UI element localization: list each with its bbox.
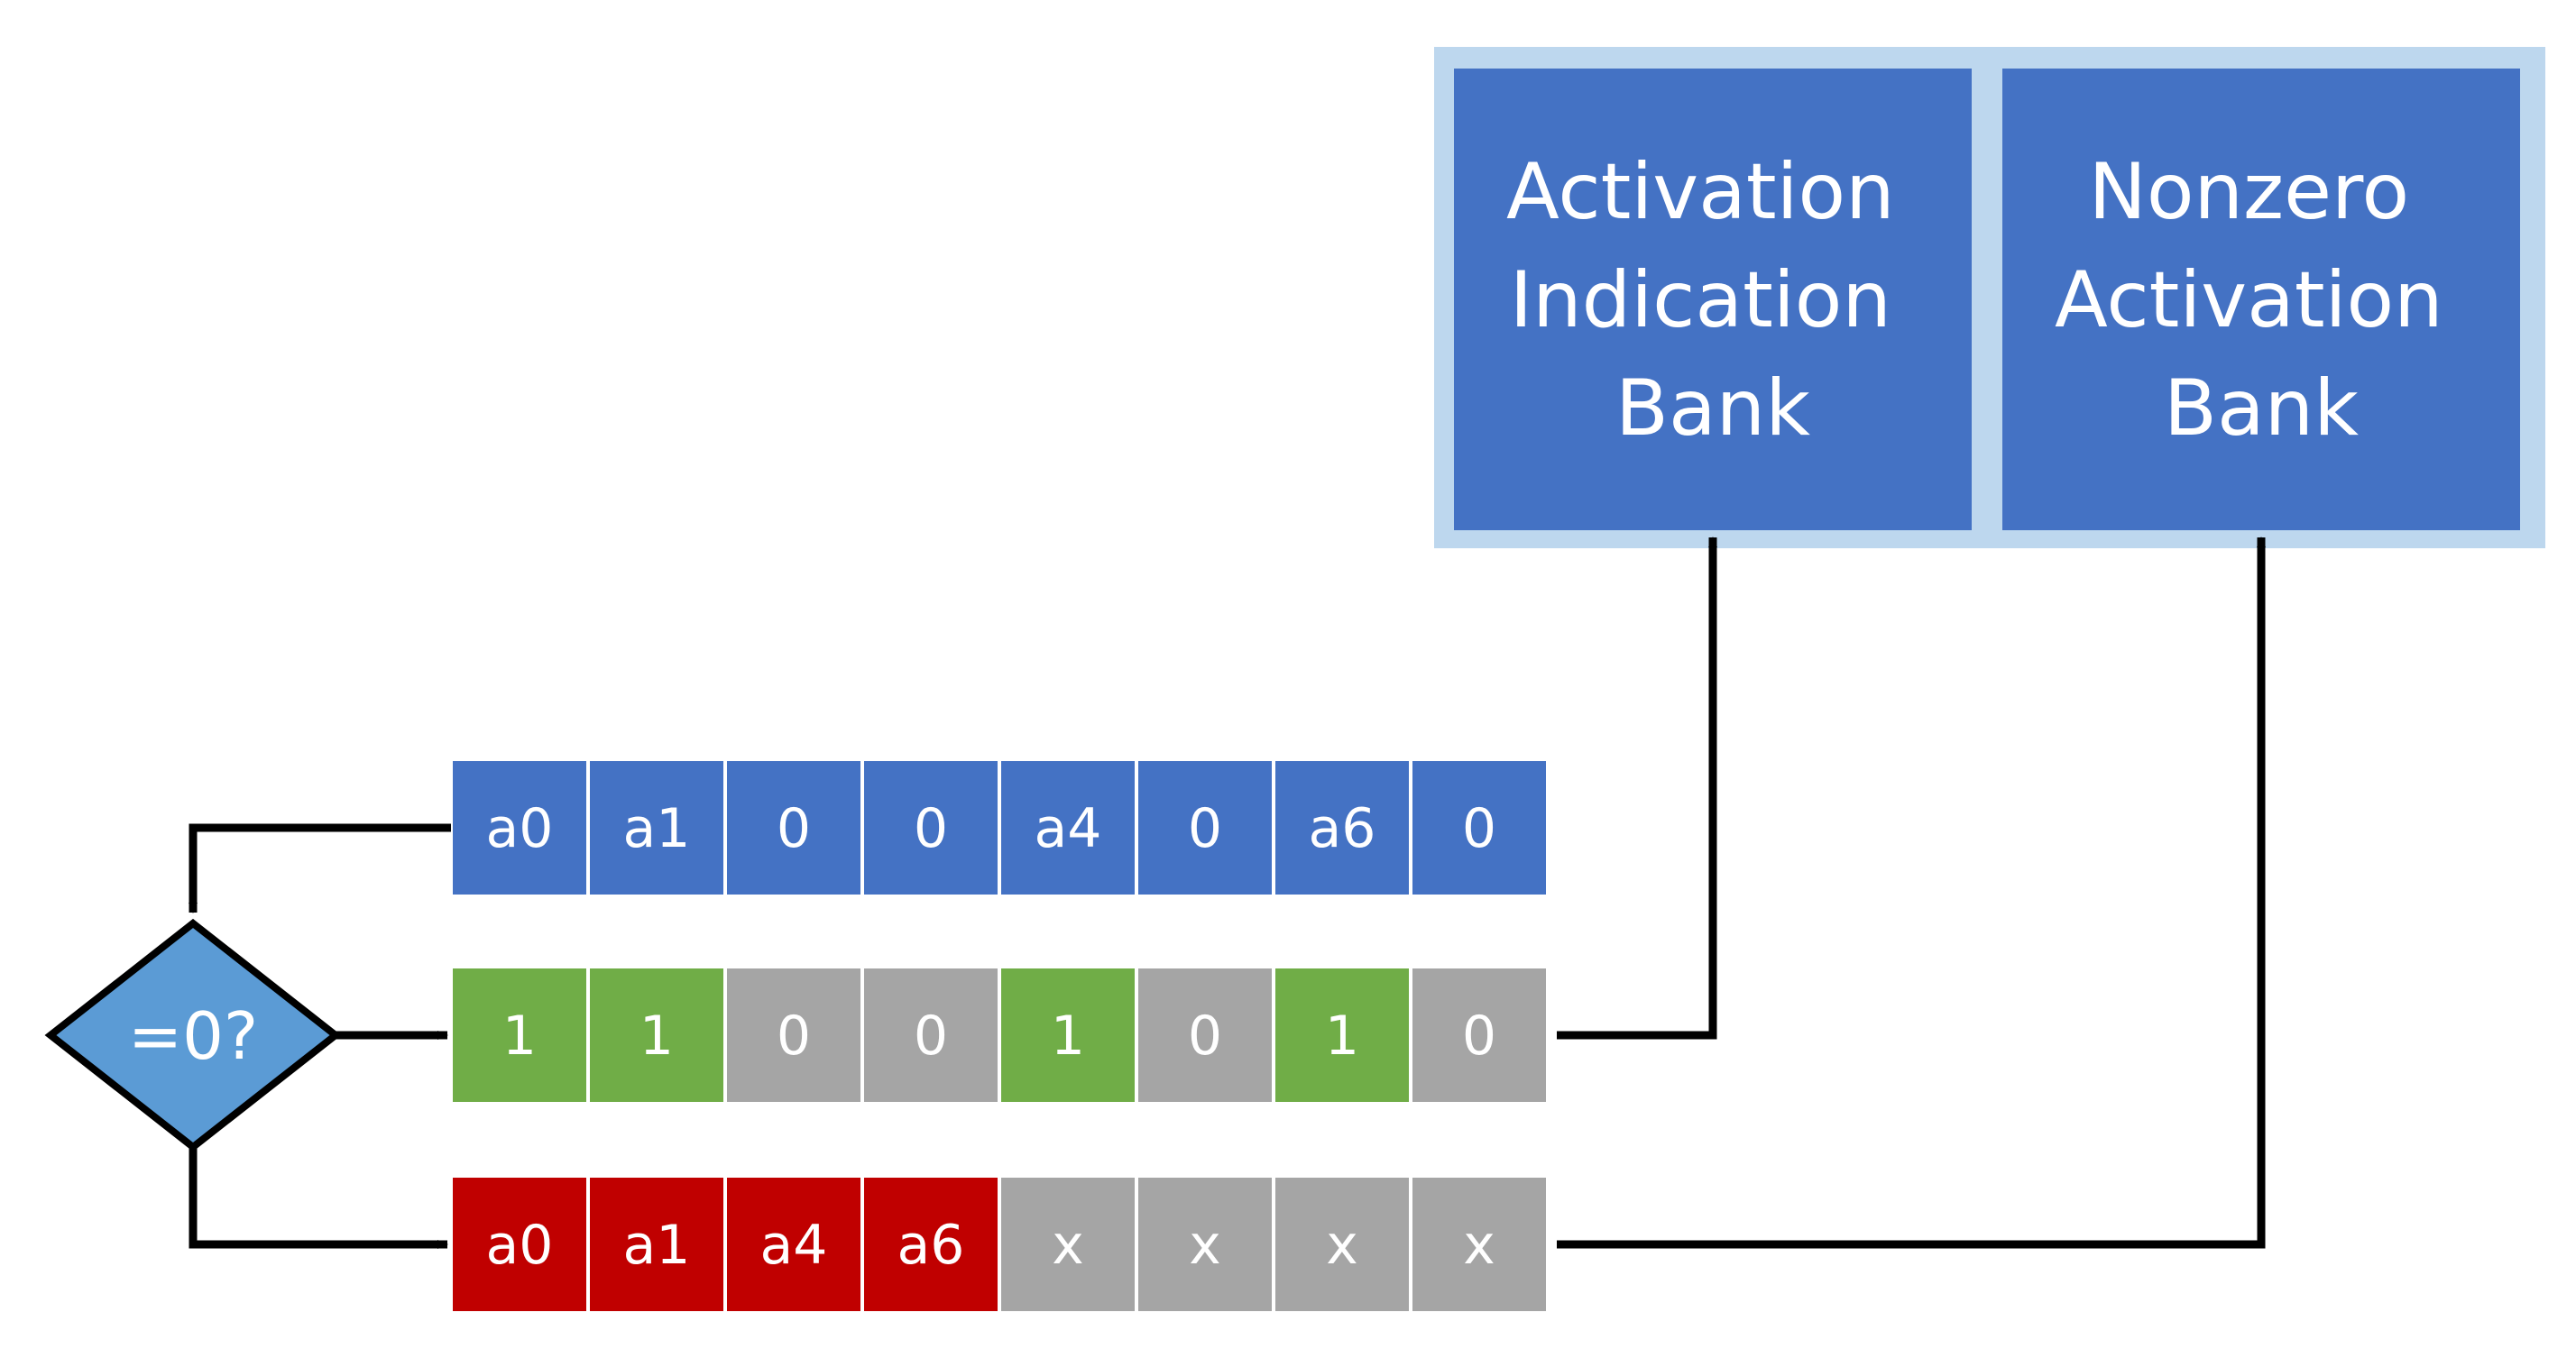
cell-value: 0: [1188, 797, 1222, 860]
cell-box: [1001, 968, 1135, 1102]
cell-box: [1275, 761, 1409, 895]
cell-value: a1: [623, 797, 691, 860]
nonzero-activation-row: a0 a1 a4 a6 x x x x: [453, 1178, 1546, 1311]
activation-indication-bank-box: [1454, 69, 1972, 530]
bank-label-line: Bank: [1615, 363, 1810, 454]
cell-value: a0: [486, 1214, 554, 1277]
cell-box: [1138, 761, 1272, 895]
cell-box: [1001, 1178, 1135, 1311]
cell-box: [590, 761, 723, 895]
nonzero-to-bank-arrow: [1557, 537, 2266, 1249]
cell-value: 0: [777, 1005, 811, 1068]
cell-box: [1412, 968, 1546, 1102]
cell-value: a6: [897, 1214, 965, 1277]
cell-box: [1412, 1178, 1546, 1311]
cell-value: 1: [639, 1005, 674, 1068]
cell-box: [1412, 761, 1546, 895]
nonzero-activation-bank-label: Nonzero Activation Bank: [2055, 147, 2468, 454]
cell-box: [453, 1178, 586, 1311]
cell-value: a4: [760, 1214, 828, 1277]
connectors: [189, 537, 2266, 1249]
cell-value: 1: [1325, 1005, 1359, 1068]
cell-box: [590, 1178, 723, 1311]
cell-value: x: [1326, 1214, 1358, 1277]
bank-label-line: Activation: [1506, 147, 1895, 237]
decision-label: =0?: [128, 998, 258, 1074]
decision-diamond: [44, 918, 342, 1152]
cell-box: [1138, 1178, 1272, 1311]
cell-value: a0: [486, 797, 554, 860]
cell-box: [1138, 968, 1272, 1102]
cell-value: x: [1189, 1214, 1221, 1277]
cell-value: 0: [1188, 1005, 1222, 1068]
cell-value: 0: [1462, 797, 1496, 860]
bank-label-line: Nonzero: [2089, 147, 2410, 237]
cell-box: [453, 761, 586, 895]
bank-label-line: Activation: [2055, 255, 2443, 345]
zero-check-decision: =0?: [44, 918, 342, 1152]
cell-box: [727, 968, 860, 1102]
memory-banks: Activation Indication Bank Nonzero Activ…: [1434, 47, 2545, 548]
bank-label-line: Indication: [1510, 255, 1891, 345]
bank-label-line: Bank: [2164, 363, 2359, 454]
cell-value: 0: [1462, 1005, 1496, 1068]
zero-indicator-row: 1 1 0 0 1 0 1 0: [453, 968, 1546, 1102]
cell-value: a4: [1035, 797, 1102, 860]
cell-value: 1: [1051, 1005, 1085, 1068]
cell-box: [1001, 761, 1135, 895]
cell-box: [727, 761, 860, 895]
cell-value: x: [1463, 1214, 1495, 1277]
activation-rows: a0 a1 0 0 a4 0 a6 0 1 1 0 0 1 0 1 0 a0 a1 a4 a6 x x x x: [453, 761, 1546, 1311]
cell-box: [864, 1178, 998, 1311]
activation-indication-bank-label: Activation Indication Bank: [1506, 147, 1919, 454]
cell-value: x: [1052, 1214, 1084, 1277]
cell-box: [864, 761, 998, 895]
input-to-decision-arrow: [189, 823, 451, 913]
cell-box: [453, 968, 586, 1102]
cell-box: [727, 1178, 860, 1311]
cell-box: [864, 968, 998, 1102]
cell-value: a6: [1309, 797, 1376, 860]
cell-box: [1275, 1178, 1409, 1311]
cell-value: 0: [914, 1005, 948, 1068]
indicator-to-bank-arrow: [1557, 537, 1717, 1040]
input-activation-row: a0 a1 0 0 a4 0 a6 0: [453, 761, 1546, 895]
nonzero-activation-bank-box: [2002, 69, 2520, 530]
cell-value: 1: [502, 1005, 537, 1068]
cell-value: 0: [914, 797, 948, 860]
decision-to-nonzero-arrow: [189, 1147, 448, 1249]
cell-value: 0: [777, 797, 811, 860]
cell-value: a1: [623, 1214, 691, 1277]
cell-box: [590, 968, 723, 1102]
cell-box: [1275, 968, 1409, 1102]
